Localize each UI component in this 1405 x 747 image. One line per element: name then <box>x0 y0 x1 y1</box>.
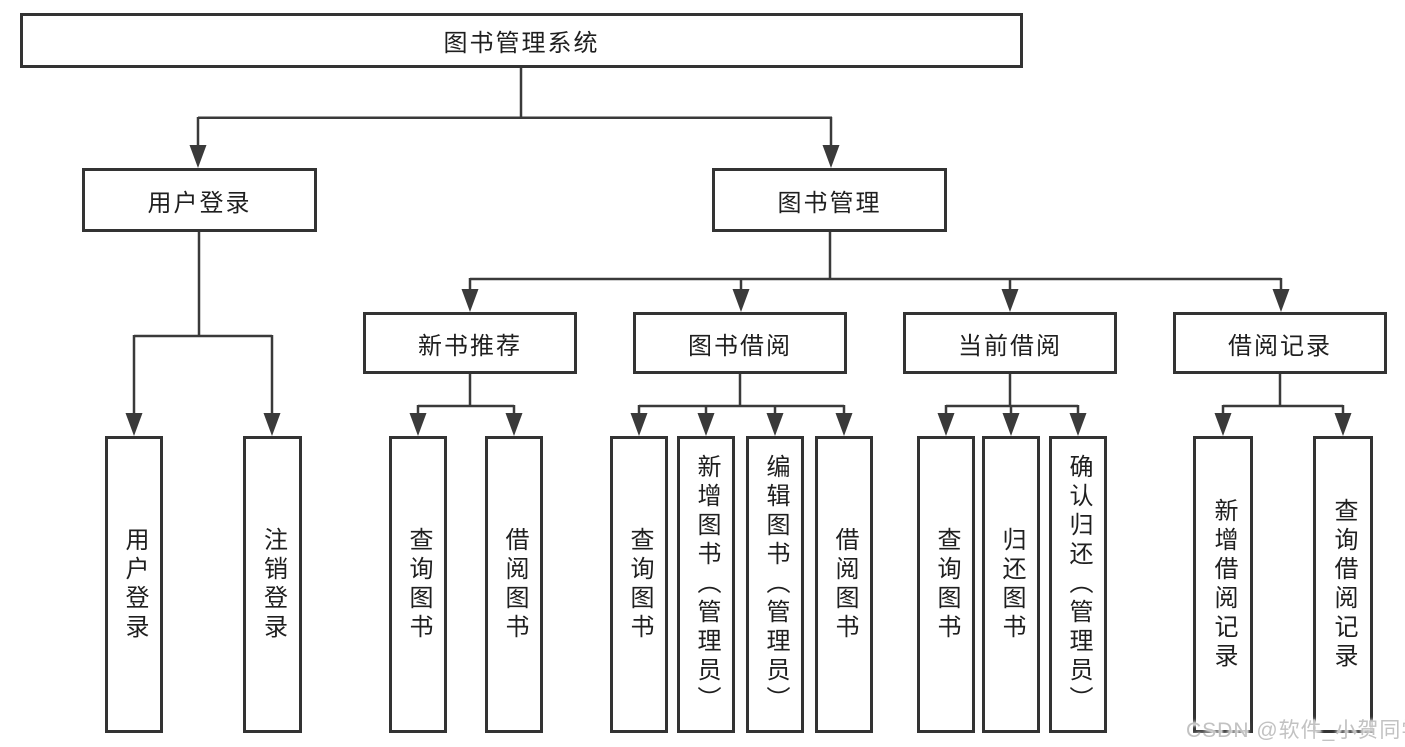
tree-edges <box>132 68 1345 418</box>
node-book-borrowing: 图书借阅 <box>633 312 847 374</box>
leaf-user-login: 用户登录 <box>105 436 163 733</box>
leaf-confirm-return-admin: 确认归还（管理员） <box>1049 436 1107 733</box>
node-user-login: 用户登录 <box>82 168 317 232</box>
arrowheads <box>125 145 1352 436</box>
node-library-system: 图书管理系统 <box>20 13 1023 68</box>
node-book-management: 图书管理 <box>712 168 947 232</box>
leaf-query-borrow-record: 查询借阅记录 <box>1313 436 1373 733</box>
leaf-borrow-books-recommend: 借阅图书 <box>485 436 543 733</box>
leaf-query-books-current: 查询图书 <box>917 436 975 733</box>
leaf-logout: 注销登录 <box>243 436 302 733</box>
leaf-return-books: 归还图书 <box>982 436 1040 733</box>
node-new-book-recommend: 新书推荐 <box>363 312 577 374</box>
leaf-query-books-recommend: 查询图书 <box>389 436 447 733</box>
node-current-borrowing: 当前借阅 <box>903 312 1117 374</box>
leaf-add-book-admin: 新增图书（管理员） <box>677 436 735 733</box>
leaf-add-borrow-record: 新增借阅记录 <box>1193 436 1253 733</box>
watermark-text: CSDN @软件_小贺同学 <box>1186 719 1405 742</box>
leaf-edit-book-admin: 编辑图书（管理员） <box>746 436 804 733</box>
leaf-borrow-books: 借阅图书 <box>815 436 873 733</box>
leaf-query-books-borrowing: 查询图书 <box>610 436 668 733</box>
node-borrowing-records: 借阅记录 <box>1173 312 1387 374</box>
